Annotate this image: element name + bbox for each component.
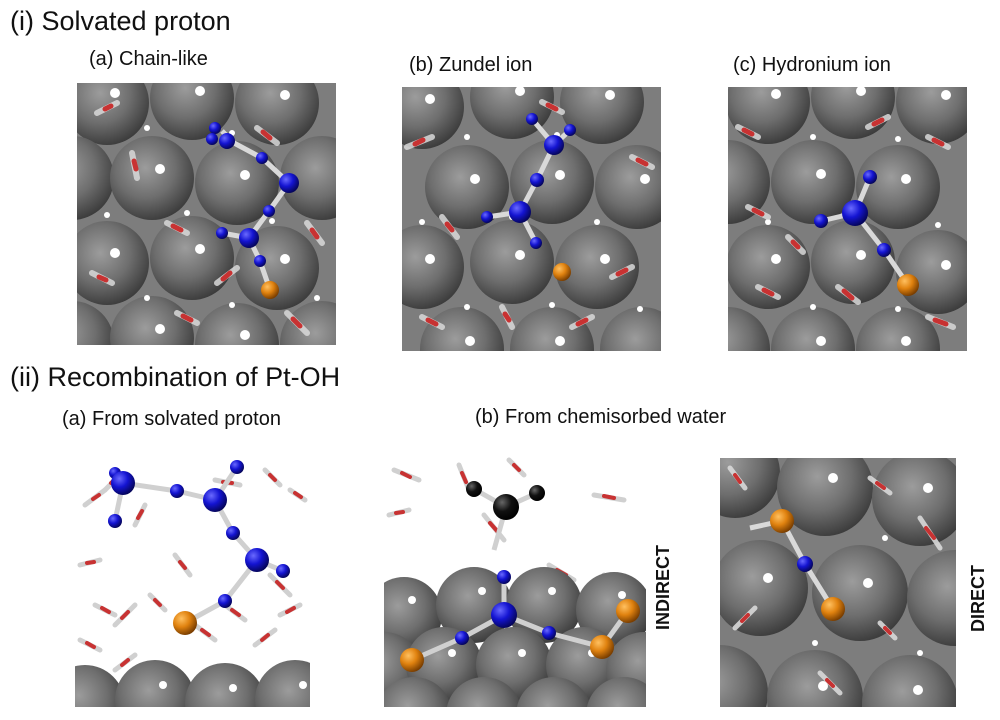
proton-bonds xyxy=(112,465,284,626)
water-molecules xyxy=(727,465,943,696)
direct-scene xyxy=(720,458,956,707)
methyl-group xyxy=(466,481,545,551)
section-1-title: (i) Solvated proton xyxy=(10,6,231,36)
hydronium-oxygens xyxy=(814,170,891,257)
section-2-title: (ii) Recombination of Pt-OH xyxy=(10,362,341,392)
indirect-label: INDIRECT xyxy=(653,545,673,630)
water-molecules xyxy=(77,467,308,673)
interface-oxygens xyxy=(455,570,556,645)
hydroxyl-oxygen-lower xyxy=(821,597,845,621)
proton-oxygens xyxy=(108,460,290,608)
chain-like-snapshot xyxy=(77,83,336,345)
panel-a-label: (a) Chain-like xyxy=(89,48,208,70)
zundel-ion-snapshot xyxy=(402,87,661,351)
zundel-ion-scene xyxy=(402,87,661,351)
hydronium-ion-scene xyxy=(728,87,967,351)
platinum-surface xyxy=(77,83,336,345)
from-solvated-proton-scene xyxy=(75,460,310,707)
platinum-surface xyxy=(720,458,956,707)
proton-chain-oxygens xyxy=(206,122,299,267)
hydroxyl-oxygens xyxy=(400,599,640,672)
hydroxyl-oxygen xyxy=(261,281,279,299)
zundel-oxygens xyxy=(481,113,576,249)
recombination-a-label: (a) From solvated proton xyxy=(62,408,281,430)
water-molecules xyxy=(735,114,956,330)
hydroxyl-oxygen-upper xyxy=(770,509,794,533)
indirect-snapshot xyxy=(384,455,646,707)
hydroxyl-oxygen xyxy=(553,263,571,281)
water-molecules xyxy=(386,457,632,593)
platinum-surface xyxy=(75,660,310,707)
transferring-oxygen xyxy=(797,556,813,572)
hydronium-ion-snapshot xyxy=(728,87,967,351)
direct-label: DIRECT xyxy=(968,565,988,632)
from-solvated-proton-snapshot xyxy=(75,455,310,707)
water-molecules xyxy=(404,99,655,330)
direct-snapshot xyxy=(720,458,956,707)
panel-b-label: (b) Zundel ion xyxy=(409,54,533,76)
water-molecules xyxy=(89,100,325,336)
indirect-scene xyxy=(384,457,646,707)
recombination-b-label: (b) From chemisorbed water xyxy=(475,406,727,428)
hydroxyl-oxygen xyxy=(897,274,919,296)
panel-c-label: (c) Hydronium ion xyxy=(733,54,891,76)
platinum-surface xyxy=(402,87,661,351)
chain-like-scene xyxy=(77,83,336,345)
hydroxyl-oxygen xyxy=(173,611,197,635)
